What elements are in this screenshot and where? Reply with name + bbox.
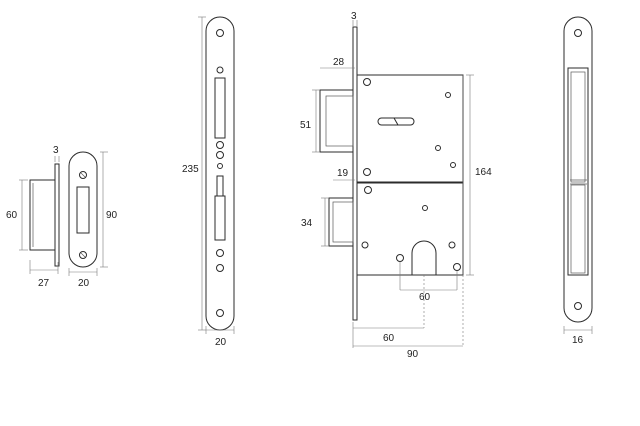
hook-to-body-label: 19 xyxy=(337,168,349,179)
case-depth-label: 90 xyxy=(407,349,419,360)
lock-body-side-view xyxy=(319,26,464,321)
faceplate-width-label: 20 xyxy=(215,337,227,348)
strike-plate-height-label: 90 xyxy=(106,210,118,221)
face-thickness-label: 3 xyxy=(351,11,357,22)
side-width-label: 16 xyxy=(572,335,584,346)
faceplate-front-view xyxy=(205,16,235,331)
hook-height-label: 51 xyxy=(300,120,312,131)
hook-offset-label: 28 xyxy=(333,57,345,68)
latch-height-label: 34 xyxy=(301,218,313,229)
strike-depth-label: 27 xyxy=(38,278,50,289)
strike-height-label: 60 xyxy=(6,210,18,221)
strike-plate-front-view xyxy=(68,151,98,268)
case-height-label: 164 xyxy=(475,167,492,178)
strike-width-label: 20 xyxy=(78,278,90,289)
strike-plate-side-view xyxy=(29,163,60,267)
faceplate-height-label: 235 xyxy=(182,164,199,175)
faceplate-side-view xyxy=(563,16,593,323)
strike-thickness-label: 3 xyxy=(53,145,59,156)
backset-label: 60 xyxy=(383,333,395,344)
cylinder-spacing-label: 60 xyxy=(419,292,431,303)
